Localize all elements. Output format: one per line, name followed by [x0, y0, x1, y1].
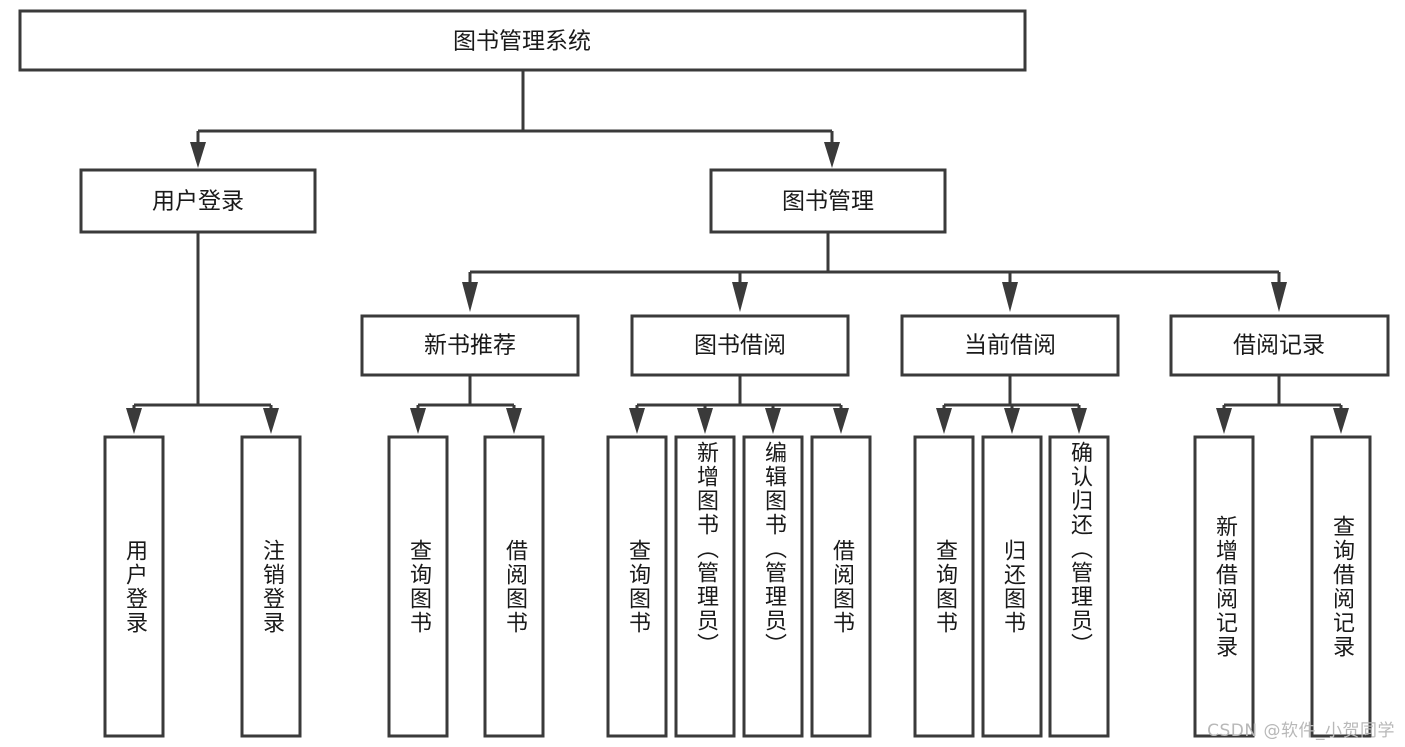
leaf-box-new-book-1[interactable] — [483, 435, 545, 738]
connector-new-book-recommend-to-leaves — [410, 375, 522, 434]
arrow-head-icon — [410, 408, 426, 434]
arrow-head-icon — [697, 408, 713, 434]
leaf-box-current-borrow-1[interactable] — [981, 435, 1043, 738]
node-user-login[interactable]: 用户登录 — [79, 168, 317, 234]
arrow-head-icon — [1216, 408, 1232, 434]
connector-borrow-record-to-leaves — [1216, 375, 1349, 434]
arrow-head-icon — [833, 408, 849, 434]
leaf-box-user-login-1[interactable] — [240, 435, 302, 738]
node-root[interactable]: 图书管理系统 — [18, 9, 1027, 72]
leaf-box-borrow-record-1[interactable] — [1310, 435, 1372, 738]
node-current-borrow-label: 当前借阅 — [964, 333, 1056, 359]
csdn-watermark: CSDN @软件_小贺同学 — [1207, 721, 1395, 741]
arrow-head-icon — [1333, 408, 1349, 434]
leaf-box-book-borrow-3[interactable] — [810, 435, 872, 738]
node-book-borrow[interactable]: 图书借阅 — [630, 314, 850, 377]
leaf-box-book-borrow-0[interactable] — [606, 435, 668, 738]
arrow-head-icon — [506, 408, 522, 434]
node-current-borrow-box[interactable] — [900, 314, 1120, 377]
leaf-box-borrow-record-0[interactable] — [1193, 435, 1255, 738]
arrow-head-icon — [732, 282, 748, 312]
arrow-head-icon — [1071, 408, 1087, 434]
arrow-head-icon — [936, 408, 952, 434]
leaf-box-book-borrow-2[interactable] — [742, 435, 804, 738]
leaf-box-current-borrow-0[interactable] — [913, 435, 975, 738]
leaf-box-new-book-0[interactable] — [387, 435, 449, 738]
connector-user-login-to-leaves — [126, 232, 279, 434]
node-borrow-record-label: 借阅记录 — [1233, 333, 1325, 359]
node-book-borrow-label: 图书借阅 — [694, 333, 786, 359]
arrow-head-icon — [1004, 408, 1020, 434]
node-book-management[interactable]: 图书管理 — [709, 168, 947, 234]
arrow-head-icon — [190, 142, 206, 168]
node-new-book-recommend[interactable]: 新书推荐 — [360, 314, 580, 377]
arrow-head-icon — [462, 282, 478, 312]
leaf-box-current-borrow-2[interactable] — [1048, 435, 1110, 738]
node-user-login-label: 用户登录 — [152, 189, 244, 215]
arrow-head-icon — [765, 408, 781, 434]
node-root-label: 图书管理系统 — [453, 29, 591, 55]
node-user-login-box[interactable] — [79, 168, 317, 234]
arrow-head-icon — [629, 408, 645, 434]
arrow-head-icon — [1271, 282, 1287, 312]
leaf-box-book-borrow-1[interactable] — [674, 435, 736, 738]
node-new-book-recommend-box[interactable] — [360, 314, 580, 377]
arrow-head-icon — [1002, 282, 1018, 312]
connector-root-to-level2 — [190, 70, 840, 168]
node-current-borrow[interactable]: 当前借阅 — [900, 314, 1120, 377]
node-new-book-recommend-label: 新书推荐 — [424, 333, 516, 359]
node-borrow-record[interactable]: 借阅记录 — [1169, 314, 1390, 377]
connector-book-management-to-level3 — [462, 232, 1287, 312]
leaf-box-user-login-0[interactable] — [103, 435, 165, 738]
connector-current-borrow-to-leaves — [936, 375, 1087, 434]
arrow-head-icon — [263, 408, 279, 434]
arrow-head-icon — [824, 142, 840, 168]
node-book-management-label: 图书管理 — [782, 189, 874, 215]
node-root-box[interactable] — [18, 9, 1027, 72]
connector-book-borrow-to-leaves — [629, 375, 849, 434]
arrow-head-icon — [126, 408, 142, 434]
